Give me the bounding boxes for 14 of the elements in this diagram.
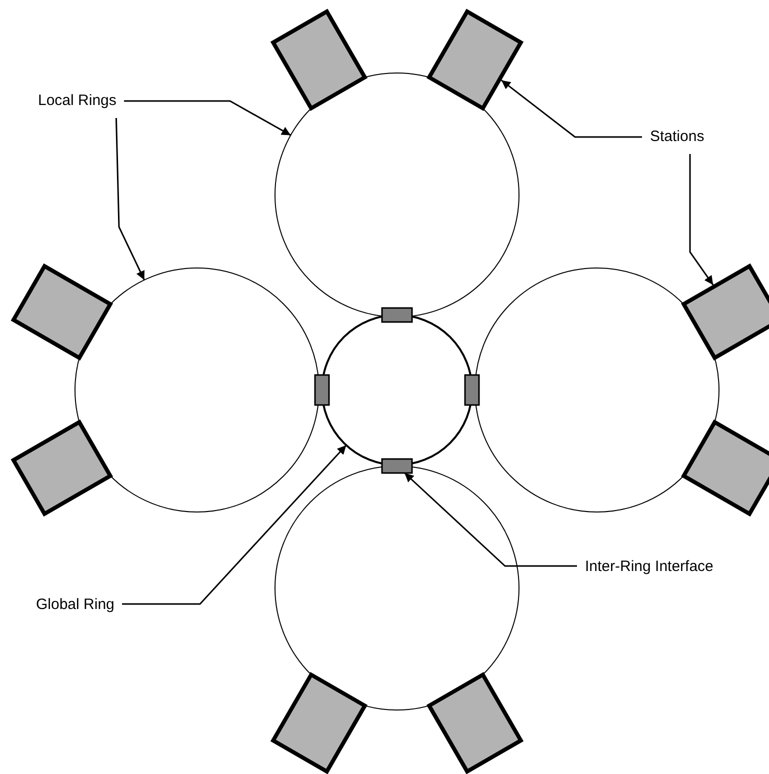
callout-label: Local Rings — [38, 92, 116, 110]
leader-line — [689, 154, 714, 286]
leader-line — [122, 444, 347, 605]
interface-box — [381, 458, 413, 474]
callout-label: Stations — [650, 128, 704, 146]
leader-line — [500, 80, 642, 138]
callout-label: Inter-Ring Interface — [585, 558, 714, 576]
leader-line — [404, 472, 577, 567]
callout-label: Global Ring — [36, 596, 114, 614]
interface-box — [464, 374, 480, 406]
leader-line — [115, 118, 145, 280]
interface-box — [314, 374, 330, 406]
leader-line — [124, 100, 292, 136]
interface-box — [381, 307, 413, 323]
